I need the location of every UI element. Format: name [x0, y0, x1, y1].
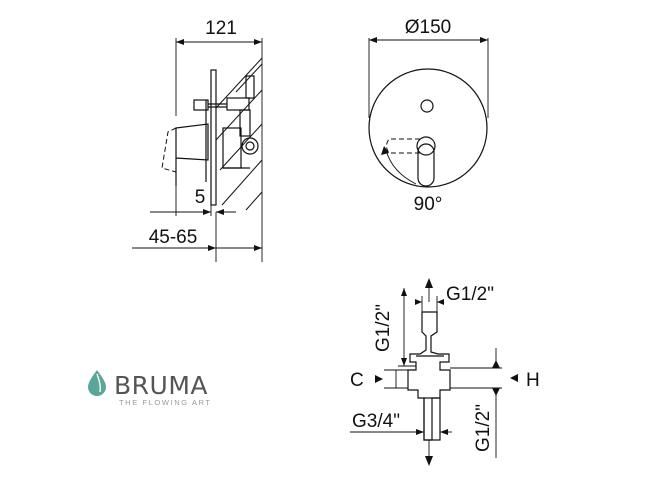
front-view: Ø150 90°	[368, 17, 489, 215]
brand-tagline: THE FLOWING ART	[119, 398, 212, 407]
valve-body-section	[407, 311, 451, 441]
valve-body-circle	[241, 137, 259, 155]
cover-plate-front	[368, 68, 488, 188]
vertical-left-label: G1/2"	[373, 304, 394, 352]
rotation-label: 90°	[414, 194, 443, 215]
c-label: C	[350, 370, 364, 391]
inlet-label: G3/4"	[352, 411, 400, 432]
diameter-label: Ø150	[405, 17, 451, 38]
brand-logo: BRUMA THE FLOWING ART	[88, 370, 212, 407]
brand-name: BRUMA	[114, 371, 208, 400]
water-drop-icon	[88, 370, 106, 396]
bottom-outlet-label: G1/2"	[473, 404, 494, 452]
range-dimension-label: 45-65	[149, 227, 198, 248]
cover-plate	[210, 69, 217, 206]
width-dimension-label: 121	[205, 18, 237, 39]
depth-dimension-label: 5	[195, 187, 206, 208]
top-outlet-label: G1/2"	[446, 284, 494, 305]
diverter-knob	[420, 99, 434, 113]
h-label: H	[526, 370, 540, 391]
connection-view: G1/2" G1/2" C H G3/4"	[350, 278, 540, 466]
lever-handle	[417, 143, 435, 187]
handle-side	[175, 123, 209, 161]
side-view: 121 5 45-65	[132, 18, 263, 262]
